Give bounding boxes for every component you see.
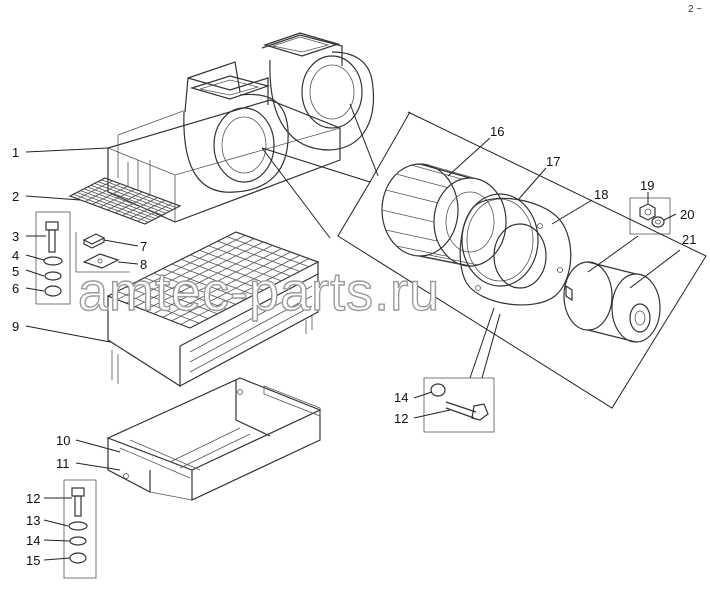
corner-mark: 2 ~ — [688, 4, 702, 15]
callout-17: 17 — [546, 154, 560, 169]
impeller — [381, 163, 507, 267]
callout-15: 15 — [26, 553, 40, 568]
blower-motor — [563, 261, 661, 343]
callout-10: 10 — [56, 433, 70, 448]
callout-4: 4 — [12, 248, 19, 263]
callout-3: 3 — [12, 229, 19, 244]
watermark: amtec-parts.ru — [78, 262, 440, 322]
callout-16: 16 — [490, 124, 504, 139]
callout-12: 12 — [26, 491, 40, 506]
callout-21: 21 — [682, 232, 696, 247]
callout-6: 6 — [12, 281, 19, 296]
mounting-bracket — [106, 377, 322, 501]
callout-2: 2 — [12, 189, 19, 204]
callout-5: 5 — [12, 264, 19, 279]
callout-1: 1 — [12, 145, 19, 160]
callout-12-right: 12 — [394, 411, 408, 426]
leader-lines — [25, 137, 681, 561]
mounting-flange — [459, 197, 572, 306]
callout-13: 13 — [26, 513, 40, 528]
assembly-lines — [261, 103, 707, 409]
nut-washer-box — [629, 197, 671, 235]
callout-8: 8 — [140, 257, 147, 272]
callout-19: 19 — [640, 178, 654, 193]
callout-9: 9 — [12, 319, 19, 334]
callout-20: 20 — [680, 207, 694, 222]
callout-labels: 1 2 3 4 5 6 7 8 9 10 11 12 13 14 15 16 1… — [12, 124, 696, 568]
callout-18: 18 — [594, 187, 608, 202]
heater-core — [106, 231, 320, 388]
fastener-stack-left-bottom — [63, 479, 97, 579]
gasket-ring — [461, 193, 539, 287]
callout-14: 14 — [26, 533, 40, 548]
filter-mesh — [68, 177, 182, 225]
callout-14-right: 14 — [394, 390, 408, 405]
clips — [75, 232, 130, 273]
screw-box-right — [423, 377, 495, 433]
callout-11: 11 — [56, 456, 70, 471]
callout-7: 7 — [140, 239, 147, 254]
blower-housing — [107, 32, 374, 223]
